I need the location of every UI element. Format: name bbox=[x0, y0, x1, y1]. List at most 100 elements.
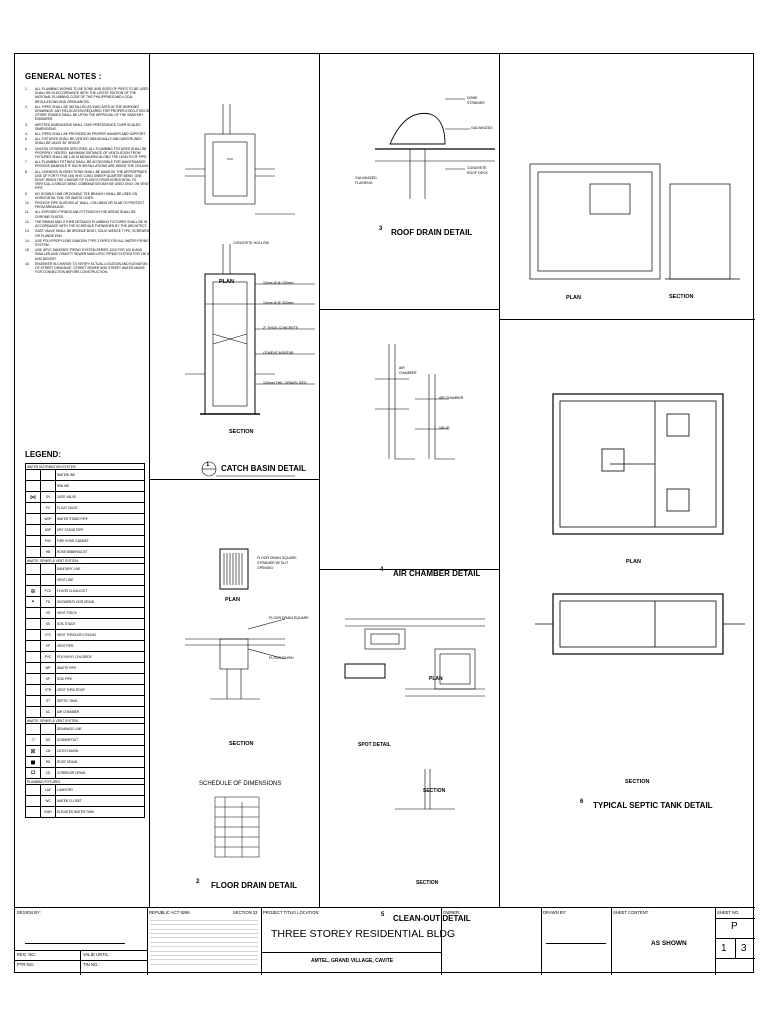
note-number: 4. bbox=[25, 132, 28, 137]
fd-schedule-table bbox=[214, 796, 260, 858]
svg-text:100mm THK. GRAVEL BED: 100mm THK. GRAVEL BED bbox=[263, 381, 307, 385]
catch-basin-drawing: CONCRETE HOLLOW 10mm Ø @ 200mm 10mm Ø @ … bbox=[185, 104, 315, 477]
note-text: ALL FIXTURES SHALL BE VENTED INDIVIDUALL… bbox=[35, 137, 142, 146]
legend-abbr: RD bbox=[40, 756, 56, 768]
legend-desc: HWLINE bbox=[55, 480, 145, 492]
legend-desc: VENT LINE bbox=[55, 574, 145, 586]
note-item: 8.ALL CHANGES IN DIRECTIONS SHALL BE MAD… bbox=[25, 170, 151, 191]
svg-text:FLASHING: FLASHING bbox=[355, 181, 373, 185]
legend-abbr: FV bbox=[40, 502, 56, 514]
owner-label: OWNER: bbox=[443, 910, 461, 915]
note-number: 10. bbox=[25, 201, 30, 206]
note-item: 16.ENGINEER IN-CHARGE TO VERIFY ACTUAL L… bbox=[25, 262, 151, 275]
legend-symbol bbox=[25, 706, 41, 718]
note-item: 4.ALL PIPES SHALL BE PROVIDED W/ PROPER … bbox=[25, 132, 151, 136]
legend-symbol bbox=[25, 563, 41, 575]
drawn-by-label: DRAWN BY: bbox=[543, 910, 567, 915]
legend-abbr: DSP bbox=[40, 524, 56, 536]
note-text: UNLESS OTHERWISE SPECIFIED, ALL PLUMBING… bbox=[35, 146, 148, 160]
rd-title: ROOF DRAIN DETAIL bbox=[391, 228, 473, 237]
tb-design: DESIGN BY: REG. NO.: VALID UNTIL: PTR NO… bbox=[15, 908, 148, 975]
note-number: 8. bbox=[25, 169, 28, 174]
svg-text:FLOOR DRAIN SQUARE: FLOOR DRAIN SQUARE bbox=[257, 556, 297, 560]
legend-abbr: WSP bbox=[40, 513, 56, 525]
st-title: TYPICAL SEPTIC TANK DETAIL bbox=[593, 801, 713, 810]
sheet-num: 1 bbox=[721, 943, 727, 954]
fd-section-label: SECTION bbox=[229, 741, 254, 747]
note-item: 7. ALL PLUMBING FITTINGS SHALL BE ACCESSI… bbox=[25, 160, 151, 168]
ac-num: 4 bbox=[380, 567, 384, 573]
legend-abbr: FCO bbox=[40, 585, 56, 597]
legend-symbol bbox=[25, 806, 41, 818]
legend-symbol: ◘ bbox=[25, 767, 41, 779]
svg-text:FLOOR DRAIN SQUARE: FLOOR DRAIN SQUARE bbox=[269, 616, 309, 620]
svg-text:AIR: AIR bbox=[399, 366, 405, 370]
design-by-label: DESIGN BY: bbox=[17, 910, 41, 915]
note-number: 11. bbox=[25, 210, 30, 215]
fd-num: 2 bbox=[196, 879, 200, 885]
note-number: 3. bbox=[25, 122, 28, 127]
legend-symbol: ⊕ bbox=[25, 585, 41, 597]
legend-abbr bbox=[40, 563, 56, 575]
note-number: 7. bbox=[25, 160, 28, 165]
note-text: WRITTEN DIMENSIONS SHALL TAKE PRECEDENCE… bbox=[35, 122, 141, 131]
legend-symbol bbox=[25, 795, 41, 807]
co-title: CLEAN-OUT DETAIL bbox=[393, 914, 471, 923]
note-text: PROVIDE PIPE SLEEVES AT WALL, COLUMNS OR… bbox=[35, 201, 145, 210]
legend-symbol bbox=[25, 469, 41, 481]
legend-abbr bbox=[40, 574, 56, 586]
legend-desc: POLYVINYL CHLORIDE bbox=[55, 651, 145, 663]
svg-text:STRAINER: STRAINER bbox=[467, 101, 485, 105]
septic-plan-drawing bbox=[535, 393, 745, 655]
legend-symbol bbox=[25, 618, 41, 630]
note-item: 2.ALL PIPES SHALL BE INSTALLED AS INDICA… bbox=[25, 105, 151, 122]
legend-abbr: EWH bbox=[40, 806, 56, 818]
fd-plan-label: PLAN bbox=[225, 597, 240, 603]
legend-row: DRAINAGE LINE bbox=[25, 723, 145, 735]
legend-symbol bbox=[25, 513, 41, 525]
st-plan: PLAN bbox=[626, 559, 641, 565]
legend-abbr: WC bbox=[40, 795, 56, 807]
legend-abbr: PVC bbox=[40, 651, 56, 663]
legend-row: SANITARY LINE bbox=[25, 563, 145, 575]
divider-h3 bbox=[319, 569, 499, 570]
tb-sheet-no: SHEET NO. P 1 3 bbox=[715, 908, 755, 975]
legend-desc: CATCH BASIN bbox=[55, 745, 145, 757]
legend-desc: DRY STAND PIPE bbox=[55, 524, 145, 536]
note-item: 6.UNLESS OTHERWISE SPECIFIED, ALL PLUMBI… bbox=[25, 147, 151, 160]
legend-desc: AIR CHAMBER bbox=[55, 706, 145, 718]
divider-h1 bbox=[149, 479, 319, 480]
svg-text:AIR CHAMBER: AIR CHAMBER bbox=[439, 396, 464, 400]
svg-text:STRAINER W/ SLIT: STRAINER W/ SLIT bbox=[257, 561, 289, 565]
svg-text:GALVANIZED: GALVANIZED bbox=[355, 176, 377, 180]
ra-fine-print bbox=[150, 918, 258, 968]
legend-desc: SOIL STACK bbox=[55, 618, 145, 630]
legend-symbol bbox=[25, 546, 41, 558]
cb-plan-label: PLAN bbox=[219, 279, 234, 285]
legend-abbr: SP bbox=[40, 673, 56, 685]
legend-abbr: HB bbox=[40, 546, 56, 558]
tb-owner: OWNER: bbox=[441, 908, 542, 975]
divider-h4 bbox=[499, 319, 755, 320]
co-num: 5 bbox=[381, 912, 385, 918]
legend-symbol bbox=[25, 651, 41, 663]
legend-symbol bbox=[25, 662, 41, 674]
st-num: 6 bbox=[580, 799, 584, 805]
note-number: 5. bbox=[25, 137, 28, 142]
air-chamber-drawing: AIR CHAMBER AIR CHAMBER VALVE bbox=[375, 344, 464, 460]
divider-right bbox=[499, 54, 500, 907]
note-text: ALL PLUMBING FITTINGS SHALL BE ACCESSIBL… bbox=[35, 160, 150, 169]
legend-abbr: FD bbox=[40, 596, 56, 608]
note-number: 2. bbox=[25, 104, 28, 109]
note-text: THE BRAND AND OTHER DETAILED PLUMBING FI… bbox=[35, 219, 148, 229]
